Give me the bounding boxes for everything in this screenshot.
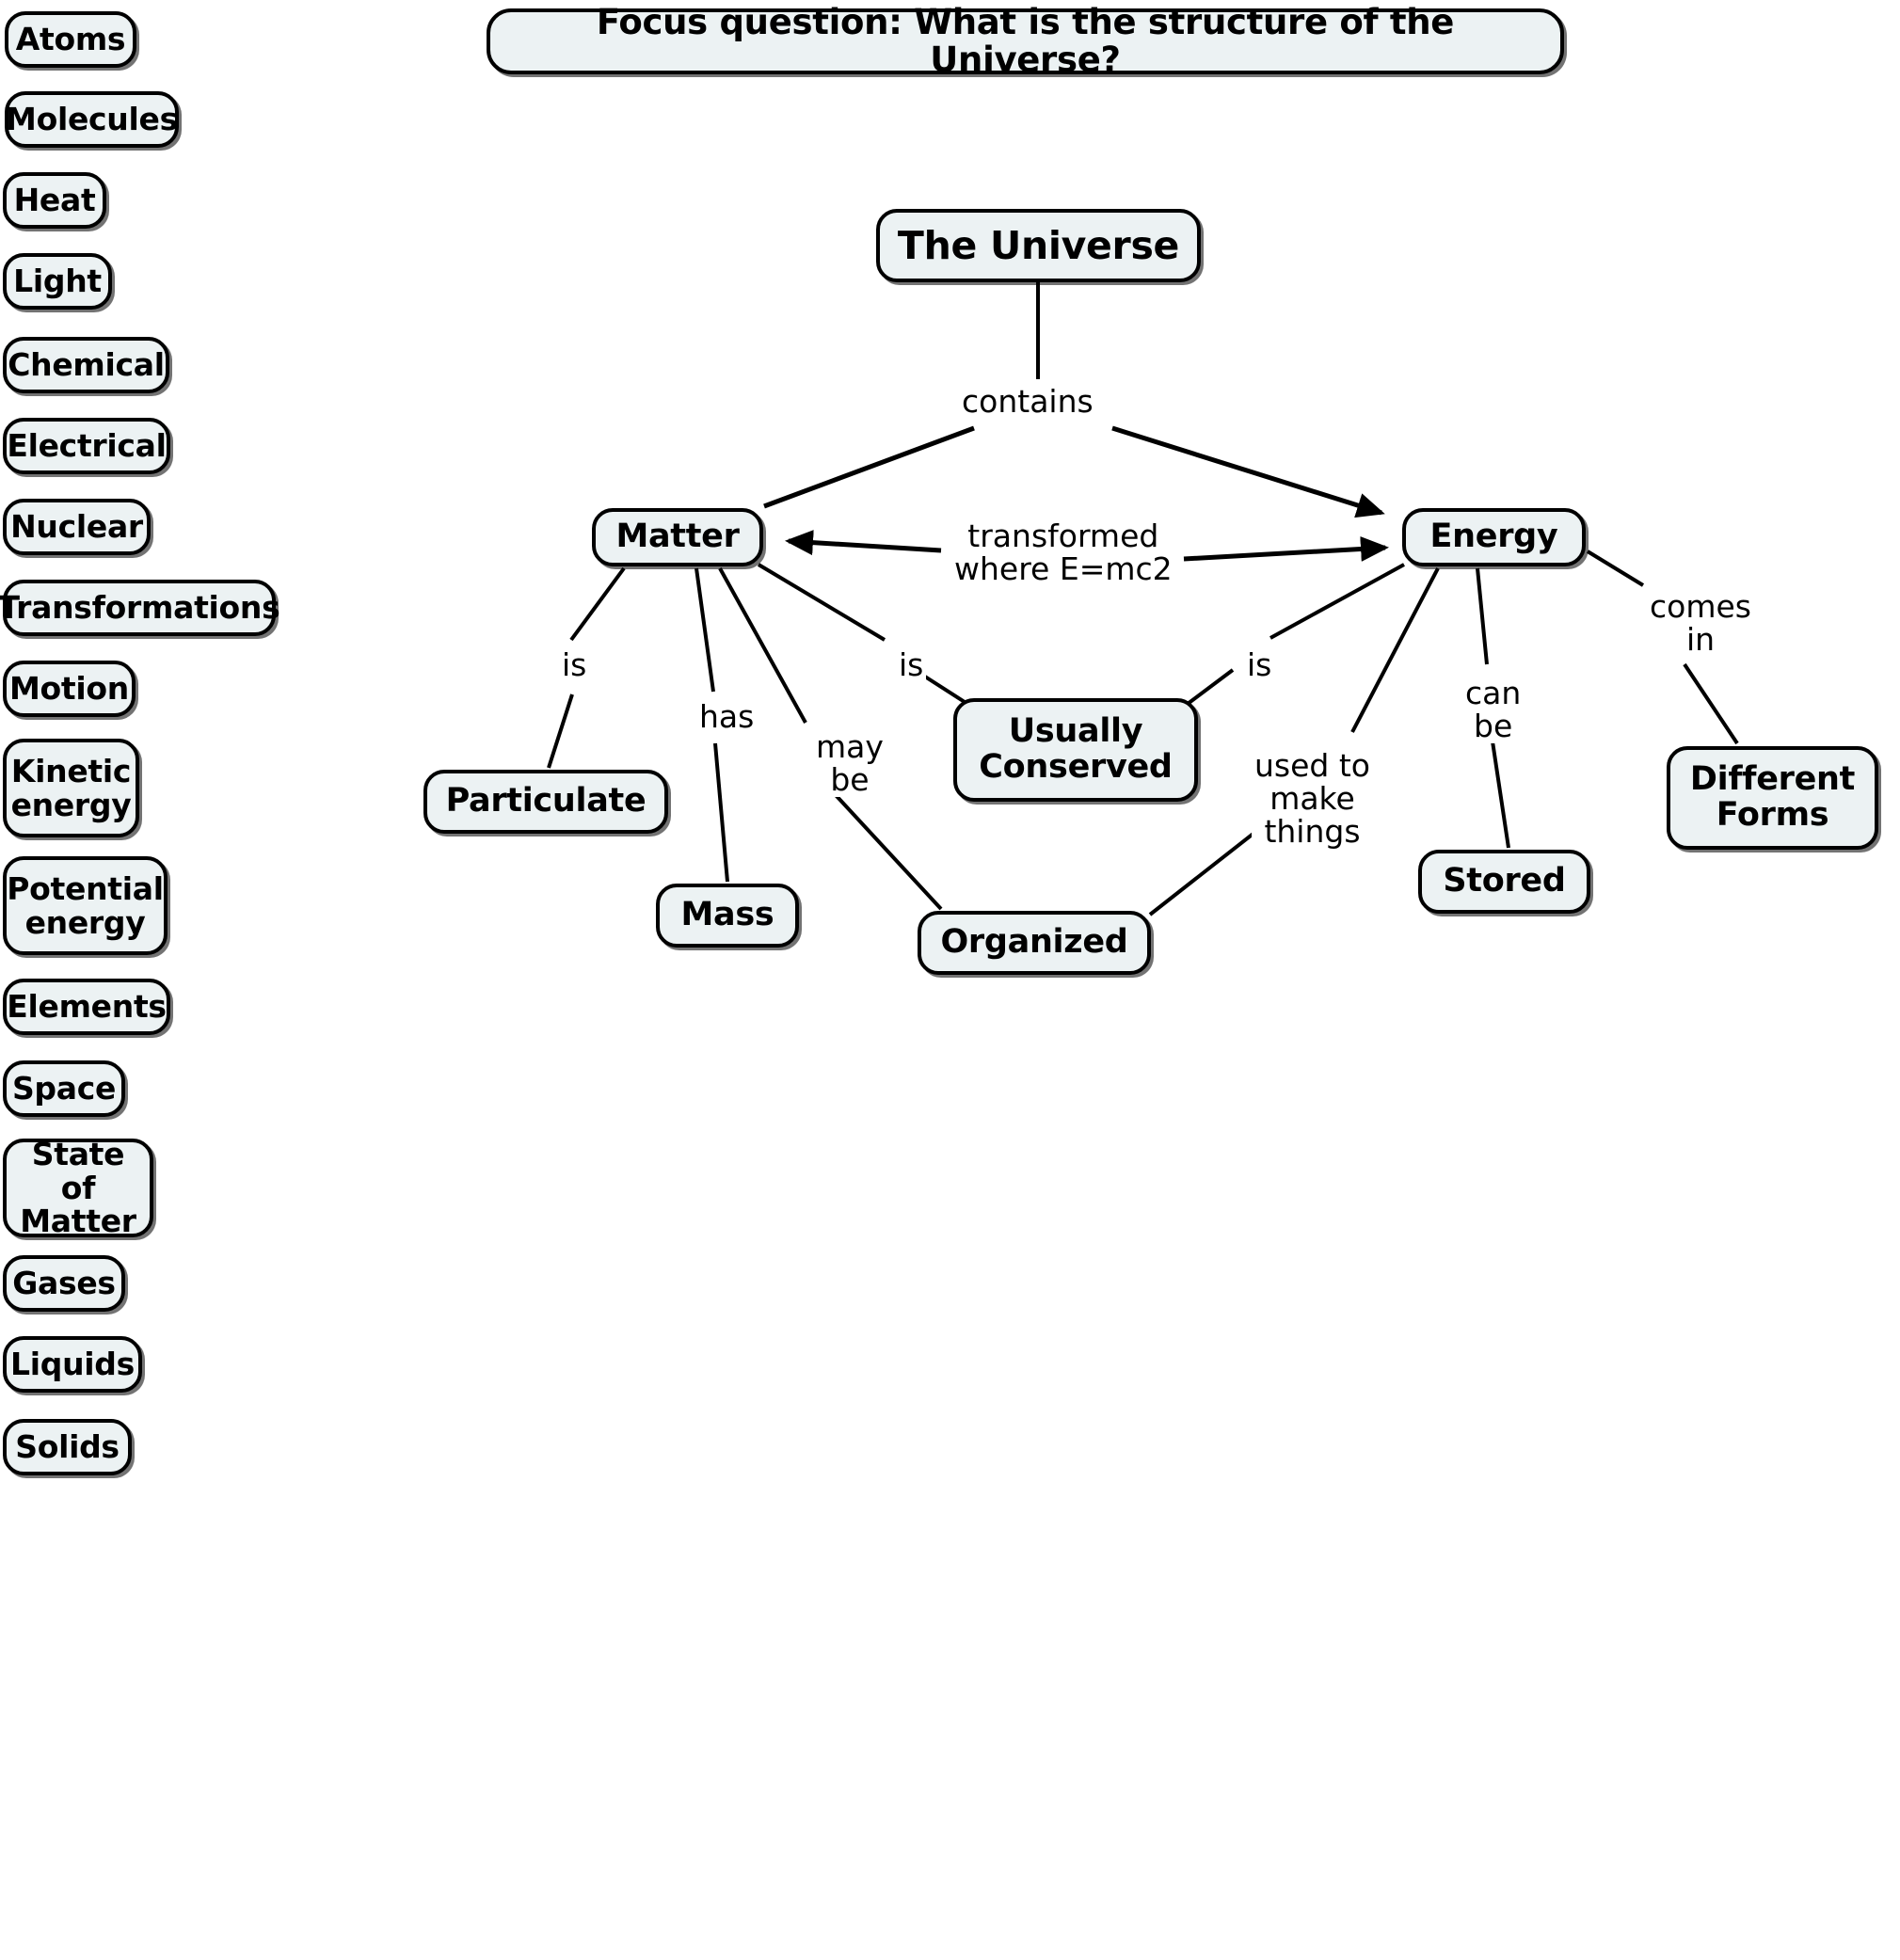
concept-node-usually-conserved[interactable]: Usually Conserved	[953, 698, 1198, 802]
edge-label-transformed-where-emc2[interactable]: transformed where E=mc2	[951, 519, 1175, 586]
edge-label-may-be-organized[interactable]: may be	[813, 730, 886, 797]
edge-matter-is2	[757, 563, 886, 642]
parking-item-gases[interactable]: Gases	[3, 1255, 125, 1312]
concept-node-energy[interactable]: Energy	[1402, 508, 1586, 566]
parking-item-state-of-matter[interactable]: State of Matter	[3, 1138, 153, 1238]
edge-label-is-conserved-right[interactable]: is	[1244, 648, 1275, 682]
concept-node-different-forms[interactable]: Different Forms	[1667, 746, 1878, 850]
parking-item-chemical[interactable]: Chemical	[3, 337, 169, 393]
edge-contains-energy	[1111, 425, 1385, 518]
parking-item-elements[interactable]: Elements	[3, 979, 170, 1035]
concept-node-organized[interactable]: Organized	[918, 911, 1151, 975]
edge-label-contains[interactable]: contains	[959, 385, 1096, 419]
edge-is-particulate	[547, 693, 574, 769]
edge-is-conserved-right	[1186, 668, 1235, 706]
parking-item-motion[interactable]: Motion	[3, 661, 136, 717]
concept-node-mass[interactable]: Mass	[656, 884, 799, 948]
edge-transformed-to-energy	[1183, 535, 1389, 562]
parking-item-electrical[interactable]: Electrical	[3, 418, 170, 474]
concept-node-the-universe[interactable]: The Universe	[876, 209, 1201, 282]
parking-item-potential-energy[interactable]: Potential energy	[3, 856, 168, 955]
parking-item-kinetic-energy[interactable]: Kinetic energy	[3, 739, 139, 837]
concept-node-particulate[interactable]: Particulate	[423, 770, 668, 834]
focus-question-box: Focus question: What is the structure of…	[487, 4, 1564, 78]
edge-label-is-particulate[interactable]: is	[559, 648, 590, 682]
edge-label-can-be-stored[interactable]: can be	[1462, 677, 1525, 743]
parking-item-atoms[interactable]: Atoms	[5, 11, 136, 68]
edge-canbe-stored	[1491, 741, 1510, 849]
parking-item-molecules[interactable]: Molecules	[5, 91, 179, 148]
edge-contains-matter	[763, 425, 975, 509]
parking-item-nuclear[interactable]: Nuclear	[3, 499, 151, 555]
parking-item-space[interactable]: Space	[3, 1060, 125, 1117]
edge-maybe-organized	[834, 793, 943, 911]
edge-label-is-conserved-left[interactable]: is	[896, 648, 927, 682]
edge-energy-comesin	[1586, 550, 1645, 587]
edge-label-comes-in[interactable]: comes in	[1647, 590, 1754, 657]
concept-node-stored[interactable]: Stored	[1418, 850, 1590, 914]
parking-item-solids[interactable]: Solids	[3, 1419, 132, 1475]
parking-item-light[interactable]: Light	[3, 253, 112, 310]
edge-energy-is	[1269, 563, 1405, 640]
edge-energy-canbe	[1476, 567, 1489, 665]
parking-item-transformations[interactable]: Transformations	[0, 580, 280, 636]
edge-matter-is	[569, 566, 626, 642]
edge-label-used-to-make-things[interactable]: used to make things	[1252, 749, 1373, 849]
concept-node-matter[interactable]: Matter	[592, 508, 763, 566]
edge-matter-has	[695, 567, 715, 693]
edge-label-has-mass[interactable]: has	[696, 700, 758, 734]
edge-transformed-to-matter	[785, 530, 942, 556]
edge-comesin-forms	[1683, 662, 1739, 745]
parking-item-liquids[interactable]: Liquids	[3, 1336, 142, 1393]
edge-has-mass	[713, 742, 729, 883]
parking-item-heat[interactable]: Heat	[3, 172, 106, 229]
edge-usedto-organized	[1148, 831, 1256, 916]
edge-energy-usedto	[1350, 567, 1440, 733]
